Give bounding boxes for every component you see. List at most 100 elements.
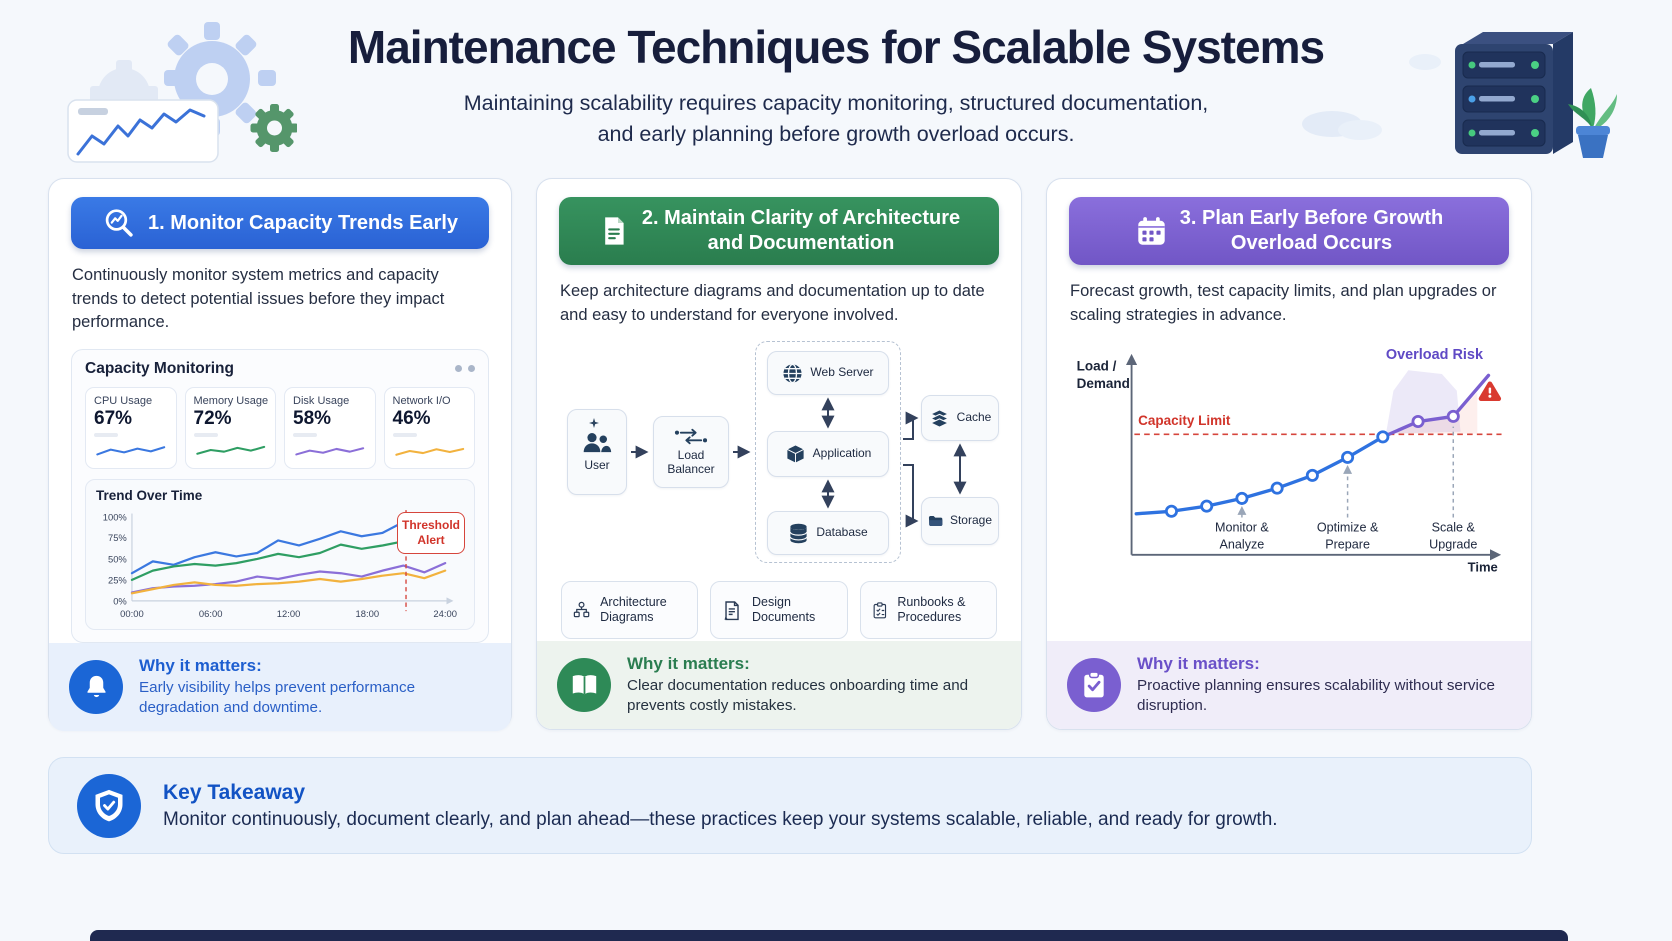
growth-chart: Load / Demand Capacity Limit Overload Ri… — [1077, 347, 1502, 575]
x-tick: 24:00 — [433, 608, 457, 619]
diagram-node-storage: Storage — [921, 497, 999, 546]
why-text: Clear documentation reduces onboarding t… — [627, 676, 969, 714]
diagram-node-database: Database — [767, 511, 889, 556]
warning-icon — [1478, 381, 1502, 402]
capacity-monitoring-card: Capacity Monitoring CPU Usage 67% Memory… — [71, 348, 489, 643]
panel1-header-label: 1. Monitor Capacity Trends Early — [147, 211, 459, 234]
shield-check-icon — [77, 773, 141, 838]
metric-sparkline — [96, 445, 166, 456]
metric-minibar — [293, 432, 317, 437]
diagram-node-web-server: Web Server — [767, 351, 889, 396]
dashboard-title: Capacity Monitoring — [85, 359, 234, 377]
x-tick: 12:00 — [277, 608, 301, 619]
panel2-header: 2. Maintain Clarity of Architecture and … — [559, 197, 999, 265]
diagram-connectors — [631, 397, 967, 528]
load-balancer-icon — [674, 428, 708, 445]
metric-minibar — [193, 432, 218, 437]
panel-architecture-documentation: 2. Maintain Clarity of Architecture and … — [536, 178, 1022, 730]
documentation-chips: Architecture Diagrams Design Documents — [561, 581, 997, 640]
gears-chart-illustration — [62, 16, 299, 173]
stage-label: Upgrade — [1429, 537, 1477, 551]
panel2-description: Keep architecture diagrams and documenta… — [560, 282, 985, 324]
y-axis-label: Demand — [1077, 376, 1130, 391]
metric-minibar — [94, 432, 118, 437]
open-book-icon — [557, 658, 611, 712]
panel3-header-label: 3. Plan Early Before Growth Overload Occ… — [1179, 207, 1444, 254]
trend-over-time-card: Trend Over Time 100% 75% 50% 25% 0% 00:0… — [85, 478, 475, 630]
users-icon — [583, 433, 612, 453]
y-tick: 0% — [113, 595, 127, 606]
runbook-checklist-icon — [873, 602, 886, 619]
trend-chart-title: Trend Over Time — [96, 487, 203, 503]
overload-pink-region — [1393, 392, 1478, 434]
subtitle-line-2: and early planning before growth overloa… — [597, 121, 1075, 146]
stage-label: Analyze — [1220, 537, 1265, 551]
panel2-header-label: 2. Maintain Clarity of Architecture and … — [641, 207, 961, 254]
x-tick: 00:00 — [120, 608, 144, 619]
metric-sparkline — [295, 447, 365, 456]
page-title: Maintenance Techniques for Scalable Syst… — [347, 21, 1325, 73]
x-tick: 18:00 — [356, 608, 380, 619]
metric-label: Disk Usage — [293, 394, 350, 407]
server-rack-icon — [1302, 32, 1617, 158]
chip-runbooks-procedures: Runbooks & Procedures — [859, 581, 997, 640]
org-chart-icon — [573, 601, 590, 617]
application-cube-icon — [786, 444, 805, 464]
document-icon — [605, 217, 624, 245]
chip-architecture-diagrams: Architecture Diagrams — [561, 581, 699, 640]
metric-sparkline — [195, 445, 265, 455]
stage-label: Optimize & — [1317, 521, 1379, 535]
architecture-diagram: User Load Balancer Web Ser — [561, 339, 999, 567]
panel1-header: 1. Monitor Capacity Trends Early — [71, 197, 489, 249]
metric-value: 67% — [94, 407, 133, 429]
why-text: Proactive planning ensures scalability w… — [1137, 676, 1495, 714]
overload-risk-label: Overload Risk — [1386, 347, 1484, 363]
metric-label: Memory Usage — [193, 394, 269, 407]
bell-icon — [69, 659, 123, 714]
subtitle-line-1: Maintaining scalability requires capacit… — [463, 91, 1209, 115]
metric-value: 72% — [193, 407, 232, 429]
metric-label: Network I/O — [392, 394, 451, 407]
design-document-icon — [724, 600, 740, 620]
metric-value: 58% — [293, 407, 332, 429]
globe-icon — [783, 363, 802, 383]
panel2-why-it-matters: Why it matters: Clear documentation redu… — [537, 641, 1021, 729]
why-title: Why it matters: — [139, 655, 262, 675]
magnifier-chart-icon — [105, 209, 133, 237]
sparkle-icon — [589, 418, 599, 429]
panel3-header: 3. Plan Early Before Growth Overload Occ… — [1069, 197, 1509, 265]
key-takeaway-banner: Key Takeaway Monitor continuously, docum… — [48, 757, 1532, 854]
plant-icon — [1568, 88, 1617, 158]
y-axis-label: Load / — [1077, 358, 1117, 373]
metric-card-cpu: CPU Usage 67% — [85, 386, 177, 469]
x-tick: 06:00 — [199, 608, 223, 619]
y-tick: 25% — [108, 575, 127, 586]
stage-label: Scale & — [1432, 521, 1476, 535]
why-title: Why it matters: — [1137, 653, 1260, 673]
metric-card-disk: Disk Usage 58% — [284, 386, 376, 469]
metric-label: CPU Usage — [94, 394, 153, 407]
panel3-why-it-matters: Why it matters: Proactive planning ensur… — [1047, 641, 1531, 729]
metric-value: 46% — [392, 407, 431, 429]
takeaway-title: Key Takeaway — [163, 780, 306, 804]
metric-sparkline — [394, 447, 464, 456]
storage-folder-icon — [928, 516, 943, 527]
chip-design-documents: Design Documents — [710, 581, 848, 640]
y-tick: 50% — [108, 553, 127, 564]
x-axis-label: Time — [1468, 560, 1498, 575]
calendar-icon — [1138, 216, 1165, 245]
capacity-limit-label: Capacity Limit — [1138, 413, 1231, 428]
diagram-node-load-balancer: Load Balancer — [653, 416, 729, 489]
takeaway-text: Monitor continuously, document clearly, … — [163, 808, 1278, 830]
server-tower — [1455, 32, 1573, 154]
why-title: Why it matters: — [627, 653, 750, 673]
threshold-alert-badge: Threshold Alert — [397, 511, 465, 554]
stage-label: Monitor & — [1215, 521, 1269, 535]
panel1-description: Continuously monitor system metrics and … — [72, 266, 445, 332]
why-text: Early visibility helps prevent performan… — [139, 678, 416, 716]
cache-layers-icon — [930, 409, 949, 428]
growth-capacity-chart: Load / Demand Capacity Limit Overload Ri… — [1071, 333, 1507, 575]
trend-chart: 100% 75% 50% 25% 0% 00:00 06:00 12:00 18… — [103, 509, 457, 619]
gear-icon — [67, 22, 299, 163]
